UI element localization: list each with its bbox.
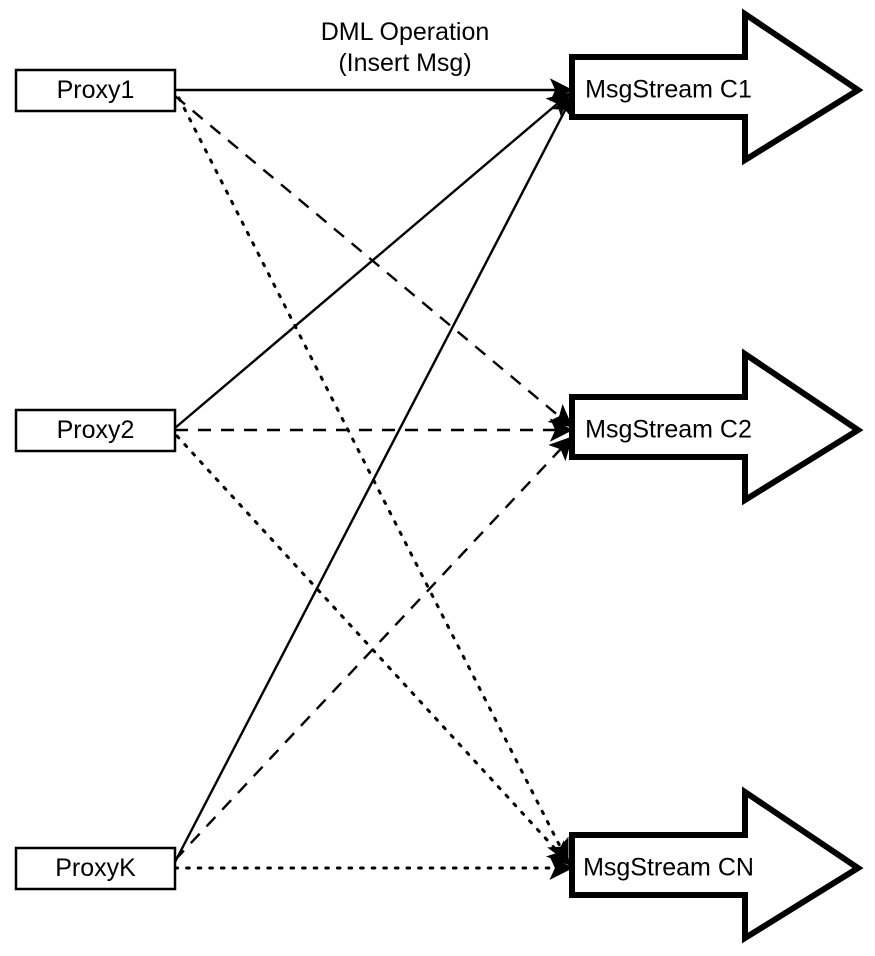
proxy-box-rect bbox=[14, 68, 177, 113]
streams-layer: MsgStream C1 MsgStream C2 MsgStream CN bbox=[569, 8, 864, 944]
proxy-label: Proxy2 bbox=[57, 416, 135, 444]
stream-node-stream_c2: MsgStream C2 bbox=[569, 348, 864, 506]
proxy-node-proxy1: Proxy1 bbox=[14, 68, 177, 113]
stream-label: MsgStream C1 bbox=[585, 76, 752, 104]
stream-arrow-shape bbox=[569, 8, 864, 166]
proxy-node-proxy2: Proxy2 bbox=[14, 408, 177, 453]
edge-proxy1-c2 bbox=[174, 95, 573, 428]
edge-caption-line-1: DML Operation bbox=[321, 18, 490, 46]
stream-node-stream_c1: MsgStream C1 bbox=[569, 8, 864, 166]
proxy-label: Proxy1 bbox=[57, 76, 135, 104]
proxy-box-rect bbox=[14, 408, 177, 453]
stream-arrow-shape bbox=[569, 348, 864, 506]
edge-proxy2-c1 bbox=[174, 92, 571, 429]
edge-proxy2-cn bbox=[175, 434, 572, 867]
edge-caption-line-2: (Insert Msg) bbox=[338, 49, 471, 77]
stream-arrow-shape bbox=[569, 786, 864, 944]
proxy-box-rect bbox=[14, 846, 177, 891]
edge-proxyk-c2 bbox=[174, 436, 573, 861]
edge-caption-group: DML Operation (Insert Msg) bbox=[321, 18, 490, 77]
edges-layer bbox=[173, 78, 575, 880]
proxy-node-proxyk: ProxyK bbox=[14, 846, 177, 891]
stream-label: MsgStream C2 bbox=[585, 416, 752, 444]
edge-proxyk-c1 bbox=[173, 94, 575, 863]
stream-node-stream_cn: MsgStream CN bbox=[569, 786, 864, 944]
stream-label: MsgStream CN bbox=[583, 854, 754, 882]
proxy-label: ProxyK bbox=[55, 854, 136, 882]
